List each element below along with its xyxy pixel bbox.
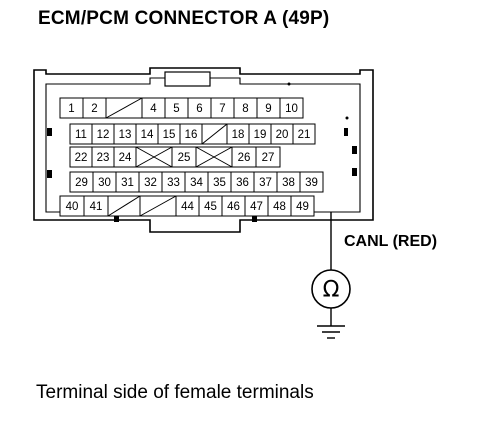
terminal-label: 12: [97, 129, 110, 141]
terminal-label: 8: [242, 103, 248, 115]
terminal-label: 35: [213, 177, 226, 189]
probe-label: CANL (RED): [344, 233, 437, 250]
terminal-label: 24: [119, 152, 132, 164]
terminal-label: 27: [262, 152, 275, 164]
terminal-label: 37: [259, 177, 272, 189]
blank-cavity-mark: [135, 146, 173, 168]
bottom-tab-right: [252, 216, 257, 222]
blank-cavity-mark: [201, 123, 228, 145]
blank-cavity-mark: [195, 146, 233, 168]
right-notch-mid: [344, 128, 348, 136]
terminal-label: 48: [273, 201, 286, 213]
right-notch-top: [352, 146, 357, 154]
terminal-label: 38: [282, 177, 295, 189]
terminal-label: 10: [285, 103, 298, 115]
terminal-label: 34: [190, 177, 203, 189]
position-mark-2: [345, 116, 349, 120]
terminal-label: 20: [276, 129, 289, 141]
terminal-label: 18: [232, 129, 245, 141]
terminal-label: 7: [219, 103, 225, 115]
connector-title: ECM/PCM CONNECTOR A (49P): [38, 8, 330, 29]
terminal-label: 4: [150, 103, 157, 115]
terminal-label: 47: [250, 201, 263, 213]
right-notch-bottom: [352, 168, 357, 176]
terminal-label: 2: [91, 103, 97, 115]
terminal-label: 6: [196, 103, 202, 115]
terminal-label: 19: [254, 129, 267, 141]
left-notch-bottom: [47, 170, 52, 178]
terminal-label: 16: [185, 129, 198, 141]
left-notch-top: [47, 128, 52, 136]
terminal-label: 30: [98, 177, 111, 189]
connector-housing: [33, 67, 374, 233]
terminal-label: 14: [141, 129, 154, 141]
terminal-27: [255, 146, 281, 168]
terminal-label: 32: [144, 177, 157, 189]
terminal-21: [292, 123, 316, 145]
terminal-label: 44: [181, 201, 194, 213]
terminal-label: 40: [66, 201, 79, 213]
terminal-label: 15: [163, 129, 176, 141]
locking-tab: [164, 71, 211, 87]
terminal-10: [279, 97, 304, 119]
terminal-label: 39: [305, 177, 318, 189]
terminal-label: 41: [90, 201, 103, 213]
terminal-label: 46: [227, 201, 240, 213]
terminal-label: 22: [75, 152, 88, 164]
blank-cavity-mark: [105, 97, 143, 119]
position-mark: [287, 82, 291, 86]
terminal-label: 31: [121, 177, 134, 189]
terminal-label: 1: [68, 103, 74, 115]
terminal-label: 11: [75, 129, 87, 141]
terminal-label: 33: [167, 177, 180, 189]
terminal-label: 49: [296, 201, 309, 213]
bottom-tab-left: [114, 216, 119, 222]
terminal-label: 25: [178, 152, 191, 164]
terminal-label: 5: [173, 103, 179, 115]
terminal-label: 36: [236, 177, 249, 189]
terminal-label: 29: [75, 177, 88, 189]
terminal-49: [290, 195, 315, 217]
ground-icon: [317, 308, 345, 339]
terminal-label: 23: [97, 152, 110, 164]
terminal-label: 26: [238, 152, 251, 164]
ohmmeter-symbol: Ω: [323, 278, 340, 303]
diagram-caption: Terminal side of female terminals: [36, 382, 314, 403]
blank-cavity-mark: [107, 195, 141, 217]
terminal-label: 45: [204, 201, 217, 213]
blank-cavity-mark: [139, 195, 177, 217]
terminal-39: [299, 171, 324, 193]
terminal-label: 13: [119, 129, 132, 141]
terminal-label: 21: [298, 129, 311, 141]
terminal-label: 9: [265, 103, 271, 115]
